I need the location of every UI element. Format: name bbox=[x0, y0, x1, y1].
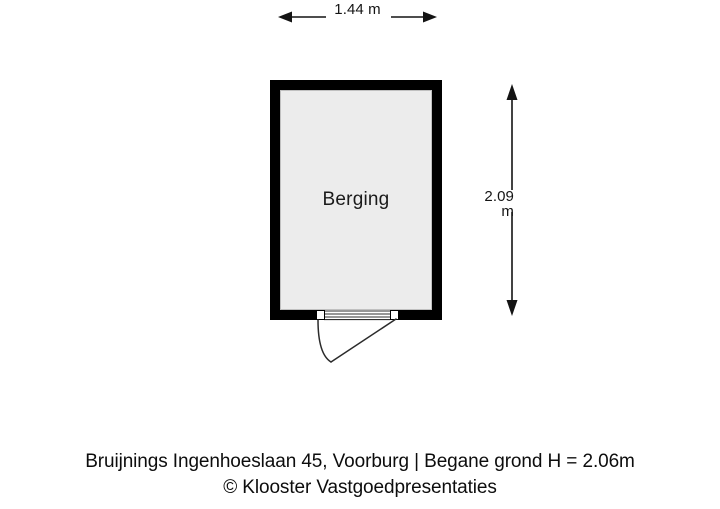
room-interior-outline bbox=[280, 90, 432, 310]
arrow-down-icon bbox=[506, 300, 518, 316]
room-floor-fill bbox=[280, 90, 432, 310]
caption: Bruijnings Ingenhoeslaan 45, Voorburg | … bbox=[0, 449, 720, 501]
door-threshold bbox=[324, 310, 390, 320]
door-jamb-left bbox=[316, 310, 325, 320]
width-dimension: 1.44 m bbox=[270, 2, 445, 36]
width-dimension-line bbox=[278, 11, 437, 23]
arrow-left-icon bbox=[278, 11, 292, 23]
arrow-right-icon bbox=[423, 11, 437, 23]
height-dimension-line bbox=[506, 84, 518, 316]
height-dimension: 2.09 m bbox=[470, 78, 530, 322]
caption-copyright-line: © Klooster Vastgoedpresentaties bbox=[223, 477, 497, 498]
door-jamb-right bbox=[390, 310, 399, 320]
door-swing-arc bbox=[317, 319, 332, 363]
caption-address-line: Bruijnings Ingenhoeslaan 45, Voorburg | … bbox=[85, 451, 635, 472]
room-label-berging: Berging bbox=[322, 189, 390, 210]
width-dimension-label: 1.44 m bbox=[334, 1, 381, 18]
floor-plan-drawing: Berging bbox=[262, 72, 458, 372]
door-leaf-line bbox=[330, 318, 397, 363]
arrow-up-icon bbox=[506, 84, 518, 100]
height-dimension-label: 2.09 m bbox=[484, 188, 514, 220]
floor-plan-svg bbox=[270, 80, 442, 363]
